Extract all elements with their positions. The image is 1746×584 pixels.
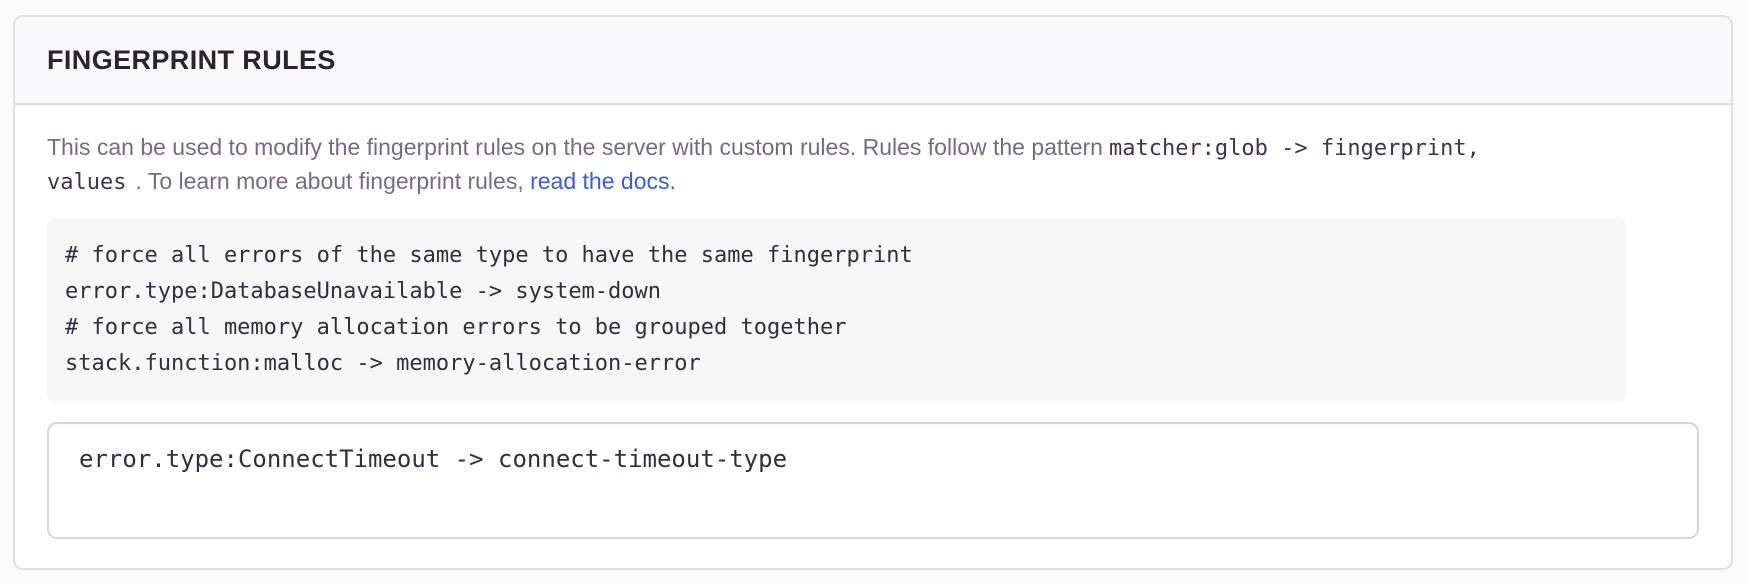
fingerprint-rules-example-block: # force all errors of the same type to h…	[47, 218, 1626, 402]
panel-header: FINGERPRINT RULES	[15, 17, 1731, 105]
example-line: error.type:DatabaseUnavailable -> system…	[65, 279, 662, 304]
example-line: # force all errors of the same type to h…	[65, 243, 913, 268]
description-text-after: . To learn more about fingerprint rules,	[135, 168, 531, 194]
description: This can be used to modify the fingerpri…	[47, 131, 1699, 199]
panel-title: FINGERPRINT RULES	[47, 44, 336, 75]
description-text: This can be used to modify the fingerpri…	[47, 134, 1103, 160]
link-period: .	[669, 168, 676, 194]
read-the-docs-link[interactable]: read the docs	[530, 168, 670, 194]
panel-body: This can be used to modify the fingerpri…	[15, 105, 1731, 539]
fingerprint-rules-input[interactable]: error.type:ConnectTimeout -> connect-tim…	[47, 422, 1699, 539]
fingerprint-rules-panel: FINGERPRINT RULES This can be used to mo…	[13, 15, 1733, 570]
description-line-1: This can be used to modify the fingerpri…	[47, 131, 1699, 165]
example-line: stack.function:malloc -> memory-allocati…	[65, 351, 701, 376]
pattern-inline-code-continued: values	[47, 170, 127, 195]
description-line-2: values . To learn more about fingerprint …	[47, 165, 1699, 199]
pattern-inline-code: matcher:glob -> fingerprint,	[1108, 136, 1480, 161]
example-line: # force all memory allocation errors to …	[65, 315, 847, 340]
